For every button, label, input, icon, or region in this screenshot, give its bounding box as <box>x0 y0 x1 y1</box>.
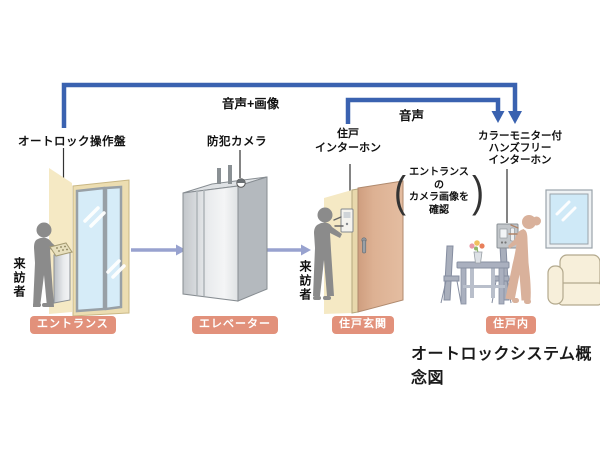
scene-arrow-entrance-to-elevator <box>131 244 186 256</box>
flow-arrow-audio-image <box>61 82 522 128</box>
dining-table <box>456 261 510 305</box>
elevator-front <box>182 185 239 302</box>
speech-marks <box>508 224 519 235</box>
security-camera-dome <box>236 178 246 188</box>
flow-label-audio-image: 音声+画像 <box>222 97 280 111</box>
visitor-label-entrance: 来訪者 <box>12 257 26 299</box>
zone-badge-unit-interior: 住戸内 <box>486 316 536 334</box>
glass-reflection <box>83 206 126 279</box>
zone-badge-unit-door: 住戸玄関 <box>332 316 394 334</box>
unit-door-scene <box>313 180 404 314</box>
sofa <box>547 254 600 306</box>
label-monitor-intercom: カラーモニター付 ハンズフリー インターホン <box>478 130 562 166</box>
elevator-side <box>237 176 268 302</box>
autolock-kiosk <box>49 242 73 304</box>
resident-silhouette <box>505 215 541 304</box>
visitor-silhouette-entrance <box>33 222 61 307</box>
label-security-camera: 防犯カメラ <box>207 136 267 148</box>
close-paren: ) <box>472 166 484 216</box>
rooftop-post <box>217 168 221 184</box>
door-frame <box>351 188 359 314</box>
glass-door <box>72 179 130 317</box>
flower-vase <box>469 240 485 264</box>
door-intercom <box>340 208 354 233</box>
diagram-caption: オートロックシステム概念図 <box>411 346 593 387</box>
arrowhead <box>491 111 505 123</box>
window <box>545 189 593 249</box>
label-unit-intercom: 住戸 インターホン <box>315 128 381 154</box>
zone-badge-entrance: エントランス <box>30 316 116 334</box>
entrance-scene <box>33 168 130 317</box>
zone-badge-elevator: エレベーター <box>192 316 278 334</box>
arrowhead <box>508 111 522 124</box>
dining-chair-left <box>440 245 462 304</box>
scene-arrow-elevator-to-door <box>267 244 311 256</box>
elevator <box>182 165 268 302</box>
visitor-label-unit-door: 来訪者 <box>298 260 312 302</box>
visitor-silhouette-door <box>313 207 342 300</box>
note-check-camera-image: ( エントランスの カメラ画像を 確認 ) <box>394 166 484 216</box>
keypad-dots <box>56 245 68 252</box>
speech-marks <box>333 216 344 227</box>
door-handle <box>361 237 367 254</box>
flow-arrow-audio <box>345 97 505 124</box>
label-autolock-panel: オートロック操作盤 <box>18 136 126 148</box>
unit-door <box>357 180 404 313</box>
open-paren: ( <box>394 166 406 216</box>
flow-label-audio: 音声 <box>399 109 425 123</box>
unit-interior-scene <box>440 189 600 306</box>
rooftop-post <box>228 165 232 184</box>
